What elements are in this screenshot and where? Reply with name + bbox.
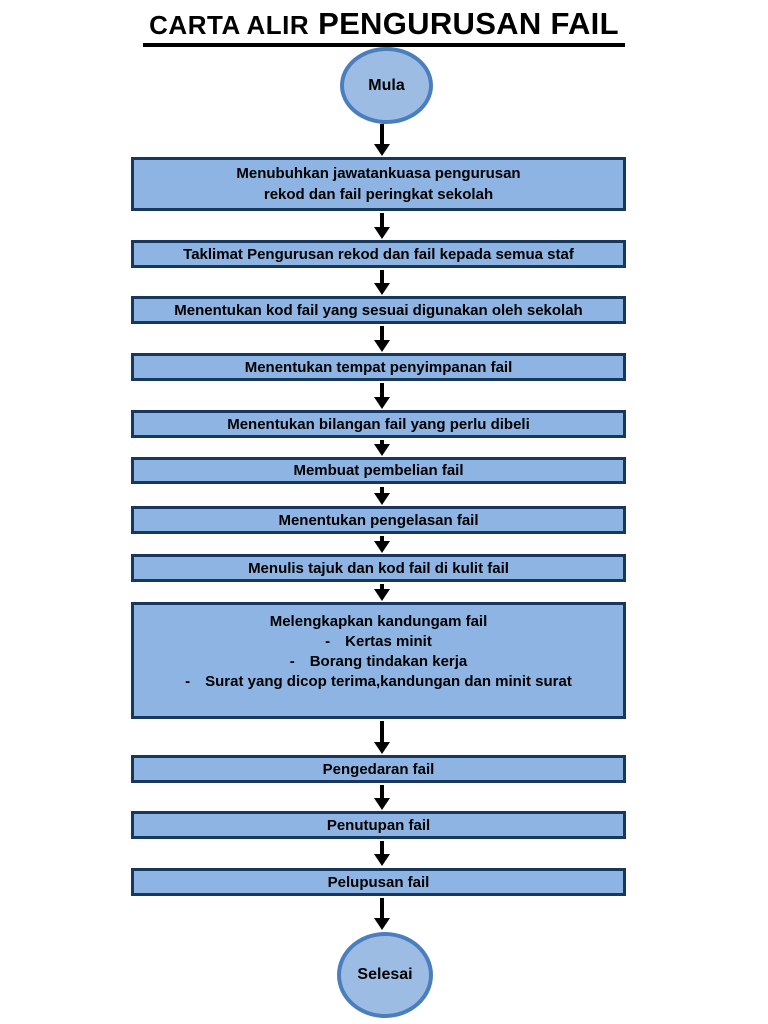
arrow-stem: [380, 721, 384, 742]
flow-step-2: Taklimat Pengurusan rekod dan fail kepad…: [131, 240, 626, 268]
arrow-down-icon: [374, 270, 390, 295]
arrow-down-icon: [374, 487, 390, 505]
flow-step-5-label: Menentukan bilangan fail yang perlu dibe…: [227, 415, 530, 433]
flow-step-9-item-2-text: Borang tindakan kerja: [309, 653, 468, 670]
flow-step-8: Menulis tajuk dan kod fail di kulit fail: [131, 554, 626, 582]
flow-step-12: Pelupusan fail: [131, 868, 626, 896]
arrow-stem: [380, 383, 384, 397]
flow-step-3-label: Menentukan kod fail yang sesuai digunaka…: [174, 301, 583, 319]
flow-step-9-item-3: -Surat yang dicop terima,kandungan dan m…: [185, 672, 572, 692]
arrow-down-icon: [374, 584, 390, 601]
flow-step-9-item-1-text: Kertas minit: [345, 633, 432, 650]
flow-step-7-label: Menentukan pengelasan fail: [278, 511, 479, 529]
arrow-down-icon: [374, 841, 390, 866]
arrow-down-icon: [374, 440, 390, 456]
arrow-down-icon: [374, 536, 390, 553]
end-node: Selesai: [337, 932, 433, 1018]
flow-step-8-label: Menulis tajuk dan kod fail di kulit fail: [248, 559, 509, 577]
flow-step-7: Menentukan pengelasan fail: [131, 506, 626, 534]
arrow-head: [374, 493, 390, 505]
arrow-stem: [380, 326, 384, 340]
arrow-stem: [380, 584, 384, 589]
arrow-stem: [380, 841, 384, 854]
arrow-down-icon: [374, 898, 390, 930]
flow-step-4: Menentukan tempat penyimpanan fail: [131, 353, 626, 381]
arrow-head: [374, 397, 390, 409]
arrow-head: [374, 541, 390, 553]
arrow-stem: [380, 536, 384, 541]
start-node: Mula: [340, 47, 433, 124]
flow-step-9-item-3-text: Surat yang dicop terima,kandungan dan mi…: [205, 673, 572, 690]
arrow-head: [374, 340, 390, 352]
flow-step-11-label: Penutupan fail: [326, 816, 431, 834]
flow-step-11: Penutupan fail: [131, 811, 626, 839]
flow-step-3: Menentukan kod fail yang sesuai digunaka…: [131, 296, 626, 324]
start-node-label: Mula: [368, 76, 405, 94]
flow-step-10: Pengedaran fail: [131, 755, 626, 783]
arrow-head: [374, 742, 390, 754]
arrow-stem: [380, 440, 384, 444]
flow-step-10-label: Pengedaran fail: [322, 760, 435, 778]
arrow-stem: [380, 785, 384, 798]
arrow-down-icon: [374, 721, 390, 754]
arrow-head: [374, 854, 390, 866]
arrow-head: [374, 144, 390, 156]
arrow-head: [374, 918, 390, 930]
flow-step-5: Menentukan bilangan fail yang perlu dibe…: [131, 410, 626, 438]
arrow-stem: [380, 213, 384, 227]
flow-step-6-label: Membuat pembelian fail: [293, 462, 464, 479]
flow-step-12-label: Pelupusan fail: [327, 873, 430, 891]
arrow-head: [374, 589, 390, 601]
title-part-2-text: PENGURUSAN FAIL: [318, 6, 619, 41]
arrow-stem: [380, 487, 384, 493]
arrow-stem: [380, 270, 384, 283]
arrow-down-icon: [374, 383, 390, 409]
flow-step-9-detail: Melengkapkan kandungam fail -Kertas mini…: [131, 602, 626, 719]
flow-step-4-label: Menentukan tempat penyimpanan fail: [244, 358, 513, 376]
title-part-2: PENGURUSAN FAIL: [309, 6, 619, 41]
arrow-down-icon: [374, 326, 390, 352]
page-title: CARTA ALIR PENGURUSAN FAIL: [0, 5, 768, 47]
arrow-stem: [380, 124, 384, 144]
arrow-head: [374, 283, 390, 295]
flow-step-1-label: Menubuhkan jawatankuasa pengurusan rekod…: [236, 165, 521, 203]
flow-step-1: Menubuhkan jawatankuasa pengurusan rekod…: [131, 157, 626, 211]
arrow-head: [374, 444, 390, 456]
title-part-1: CARTA ALIR: [149, 10, 310, 40]
flow-step-9-item-1: -Kertas minit: [325, 632, 432, 652]
arrow-head: [374, 798, 390, 810]
flow-step-9-item-2: -Borang tindakan kerja: [290, 652, 468, 672]
bullet-dash: -: [185, 673, 191, 690]
flow-step-2-label: Taklimat Pengurusan rekod dan fail kepad…: [183, 245, 574, 263]
flow-step-9-title: Melengkapkan kandungam fail: [269, 613, 488, 630]
arrow-down-icon: [374, 785, 390, 810]
page-title-underline: CARTA ALIR PENGURUSAN FAIL: [143, 5, 625, 47]
end-node-label: Selesai: [357, 966, 413, 983]
flow-step-6: Membuat pembelian fail: [131, 457, 626, 484]
bullet-dash: -: [325, 633, 331, 650]
arrow-down-icon: [374, 124, 390, 156]
arrow-head: [374, 227, 390, 239]
arrow-down-icon: [374, 213, 390, 239]
arrow-stem: [380, 898, 384, 918]
bullet-dash: -: [289, 653, 295, 670]
